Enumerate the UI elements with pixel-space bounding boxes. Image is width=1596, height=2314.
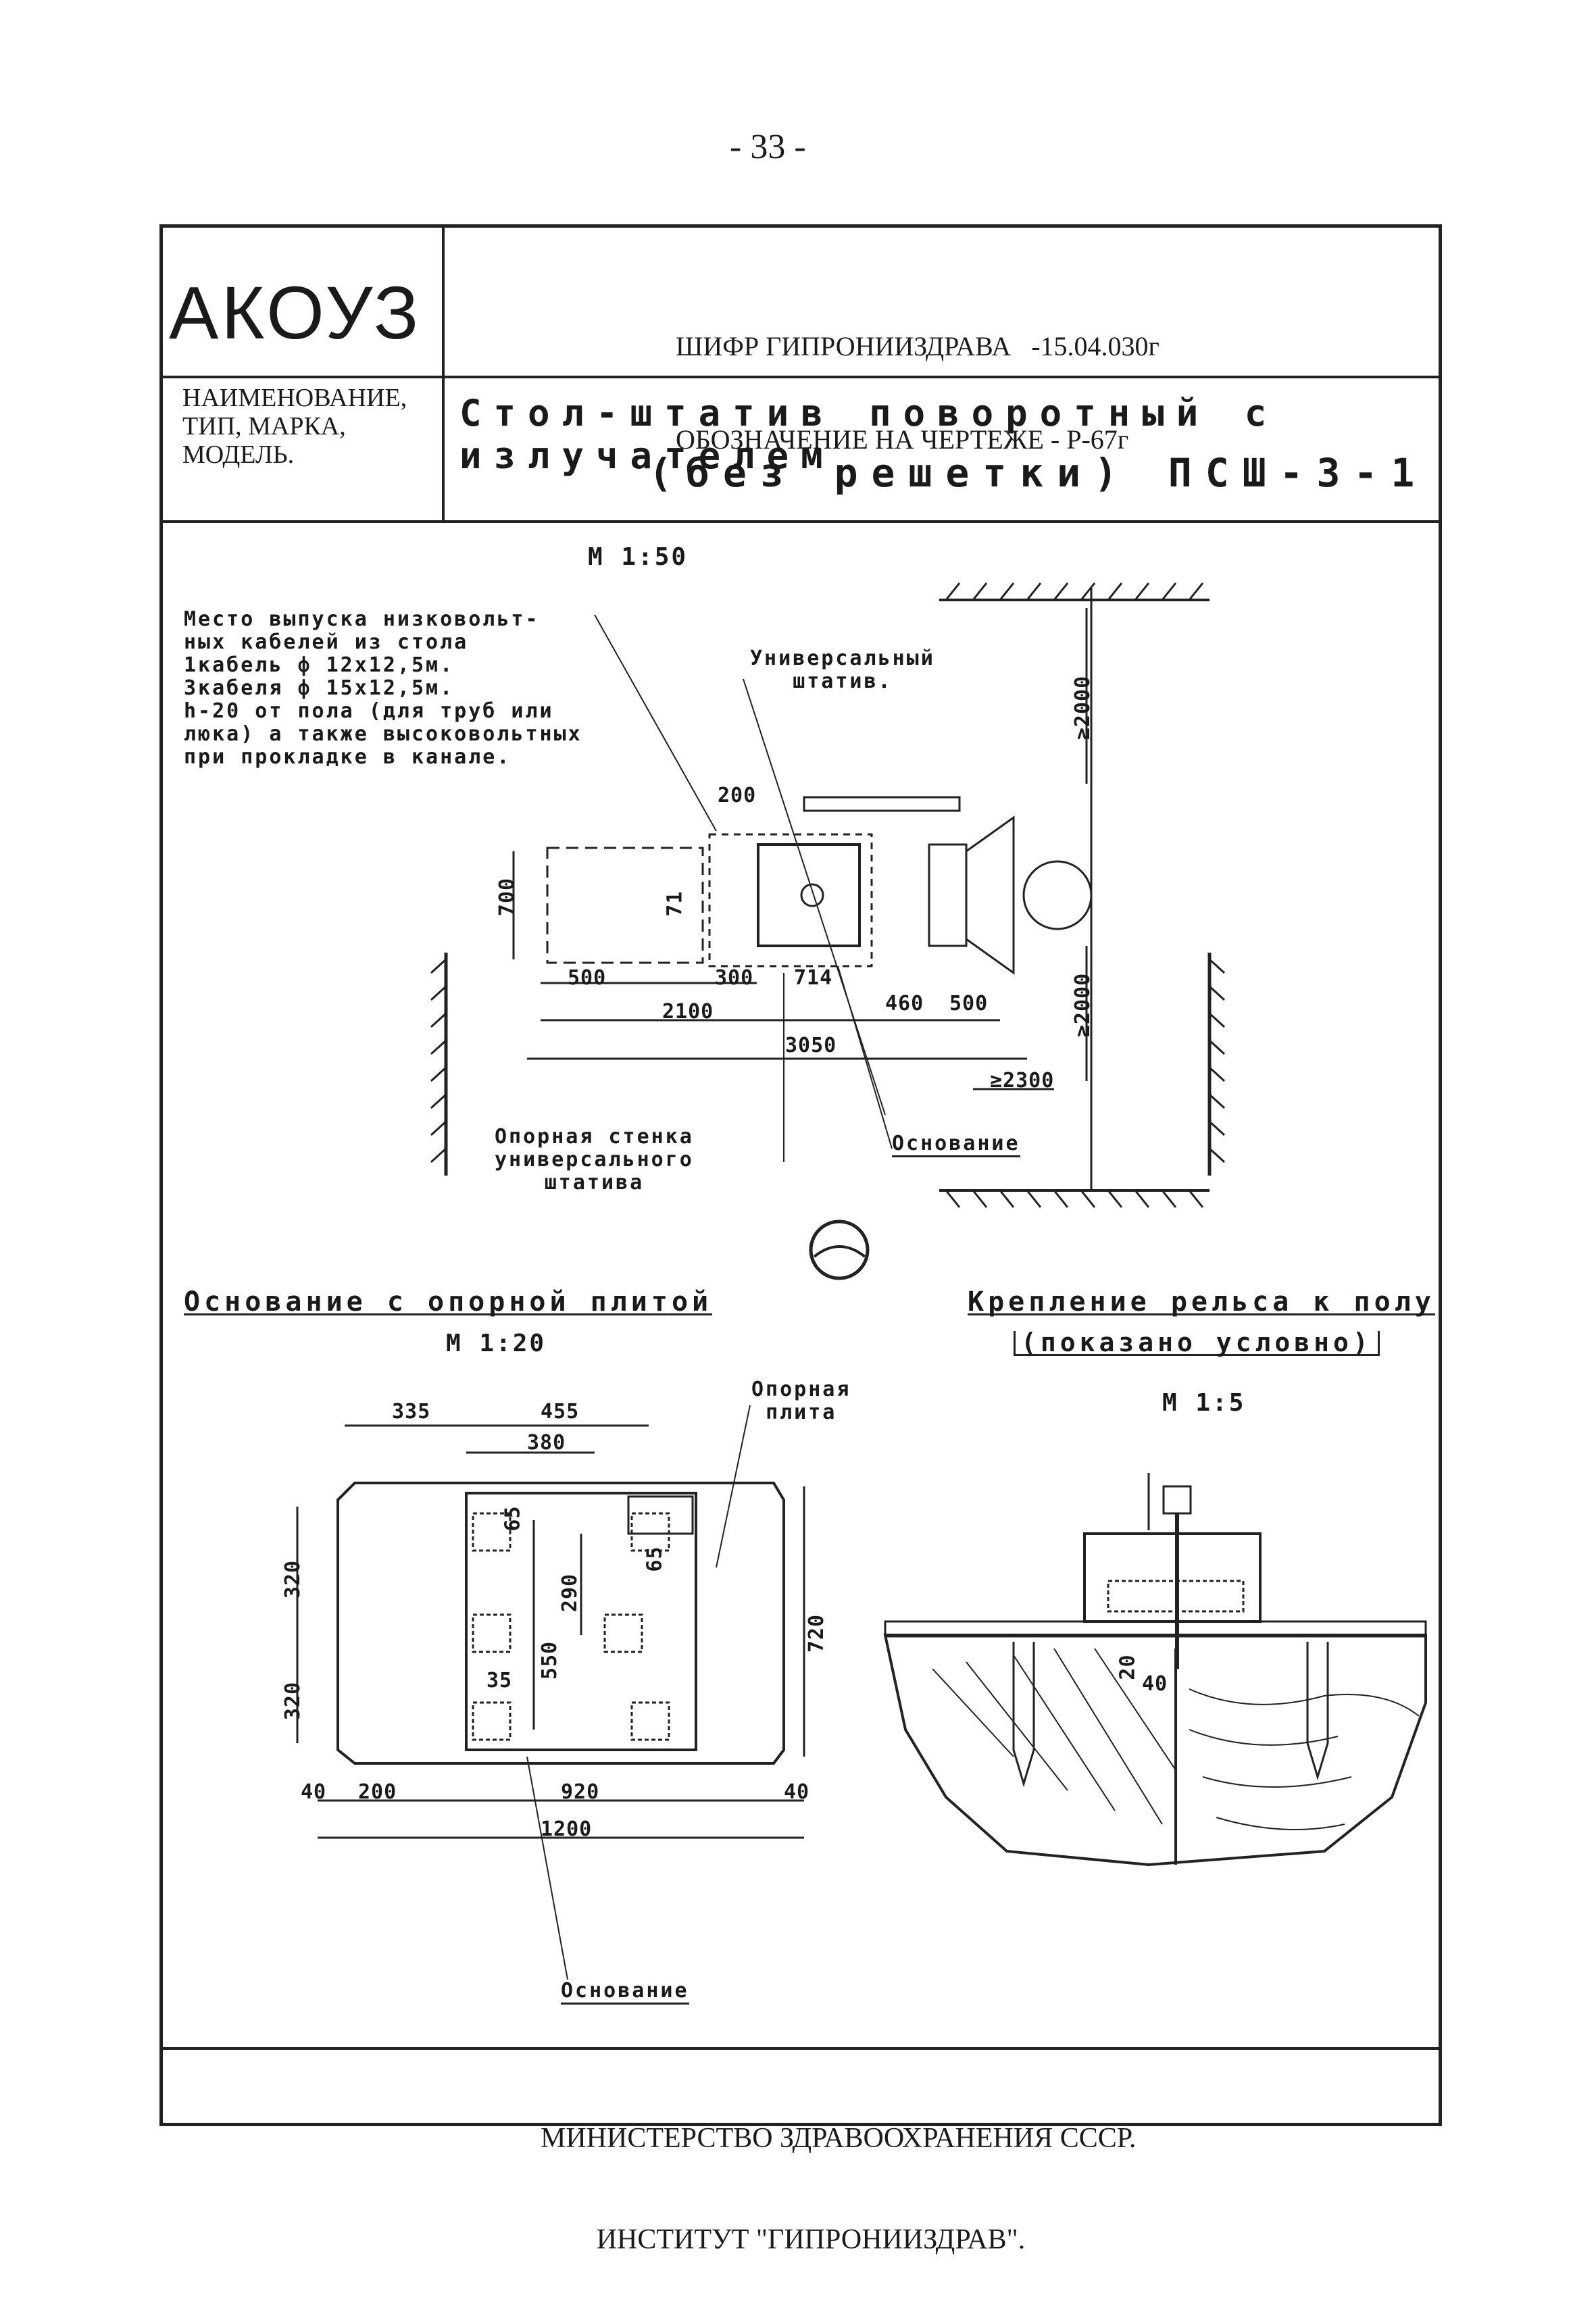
plate-leader	[716, 1405, 751, 1568]
bolt-hole-5	[472, 1701, 512, 1741]
name-label: НАИМЕНОВАНИЕ, ТИП, МАРКА, МОДЕЛЬ.	[182, 384, 407, 469]
plan-dim-2000-bottom: ≥2000	[1071, 972, 1095, 1038]
drawing-frame	[159, 224, 1442, 2126]
bolt-hole-4	[603, 1613, 643, 1653]
bolt-hole-3	[472, 1613, 512, 1653]
cipher-block: ШИФР ГИПРОНИИЗДРАВА -15.04.030г ОБОЗНАЧЕ…	[676, 269, 1159, 486]
base-dim-335: 335	[392, 1400, 431, 1424]
footer-institute: ИНСТИТУТ "ГИПРОНИИЗДРАВ".	[596, 2224, 1026, 2255]
base-dim-40a: 40	[301, 1780, 327, 1804]
plan-dim-460: 460	[885, 992, 924, 1015]
plan-dim-500b: 500	[949, 992, 989, 1015]
base-dim-720: 720	[805, 1613, 829, 1653]
base-dim-550: 550	[538, 1640, 562, 1680]
bolt-hole-6	[630, 1701, 670, 1741]
rail-mount-subtitle: (показано условно)	[1014, 1330, 1380, 1356]
plate-notch	[627, 1495, 694, 1535]
concrete-hatch	[932, 1648, 1176, 1825]
base-dim-320b: 320	[281, 1681, 305, 1721]
footer-ministry: МИНИСТЕРСТВО ЗДРАВООХРАНЕНИЯ СССР.	[541, 2123, 1137, 2154]
base-leader-m20	[526, 1756, 568, 1980]
base-dim-65b: 65	[643, 1546, 667, 1572]
base-dim-455: 455	[541, 1400, 580, 1424]
top-wall-hatch	[945, 582, 1204, 601]
bolt-hole-2	[630, 1512, 670, 1552]
rail-mount-scale: М 1:5	[1162, 1389, 1246, 1417]
bolt-hole-1	[472, 1512, 512, 1552]
plan-dim-200: 200	[718, 784, 757, 807]
emitter-housing	[928, 843, 968, 947]
bottom-wall-hatch	[945, 1190, 1204, 1208]
base-dim-380: 380	[527, 1431, 566, 1455]
rail-block	[1083, 1532, 1262, 1623]
rail-dim-40: 40	[1142, 1672, 1168, 1696]
stamp-fill	[813, 1245, 866, 1258]
stand-pivot	[800, 883, 824, 907]
base-dim-1200: 1200	[541, 1817, 593, 1841]
plan-view	[430, 582, 1226, 1280]
designation-line: ОБОЗНАЧЕНИЕ НА ЧЕРТЕЖЕ - Р-67г	[676, 424, 1129, 455]
rail-mount-title: Крепление рельса к полу	[968, 1286, 1435, 1317]
rail-dim-20: 20	[1116, 1654, 1140, 1680]
base-plate-view	[296, 1405, 805, 1980]
header-column-divider	[442, 224, 445, 520]
plan-dim-714: 714	[794, 966, 833, 990]
base-dim-200: 200	[358, 1780, 397, 1804]
wood-grain	[1189, 1688, 1420, 1830]
base-plate-plate-label: Опорная плита	[751, 1378, 851, 1424]
rail-mount-view	[883, 1473, 1427, 1867]
base-leader	[837, 965, 893, 1149]
base-dim-320a: 320	[281, 1559, 305, 1599]
base-plate-title: Основание с опорной плитой	[184, 1286, 713, 1317]
footer-block: МИНИСТЕРСТВО ЗДРАВООХРАНЕНИЯ СССР. ИНСТИ…	[541, 2054, 1137, 2290]
cable-leader	[594, 614, 717, 832]
base-plate-base-label: Основание	[561, 1980, 689, 2005]
cipher-line: ШИФР ГИПРОНИИЗДРАВА -15.04.030г	[676, 331, 1159, 361]
page-number: - 33 -	[730, 128, 806, 166]
plan-dim-3050: 3050	[785, 1034, 837, 1057]
anchor-right	[1306, 1642, 1329, 1781]
floor-section	[883, 1634, 1427, 1867]
base-dim-65a: 65	[501, 1505, 525, 1532]
plan-dim-500a: 500	[568, 966, 607, 990]
base-outline-m20	[336, 1482, 785, 1765]
table-outline	[546, 847, 704, 964]
title-divider	[159, 520, 1442, 523]
plan-scale: М 1:50	[588, 543, 689, 571]
plan-dim-71: 71	[663, 890, 687, 917]
base-plate-scale: М 1:20	[446, 1330, 547, 1357]
plan-dim-300: 300	[715, 966, 754, 990]
title-line-2: (без решетки) ПСШ-3-1	[649, 450, 1428, 496]
plan-dim-2000-top: ≥2000	[1071, 675, 1095, 740]
plan-dim-700: 700	[495, 877, 520, 917]
plan-base-label: Основание	[892, 1132, 1020, 1157]
base-dim-40b: 40	[784, 1780, 810, 1804]
right-wall-hatch	[1208, 958, 1226, 1163]
plan-cable-note: Место выпуска низковольт- ных кабелей из…	[184, 607, 582, 769]
left-wall-hatch	[430, 958, 447, 1163]
anchor-left	[1012, 1642, 1035, 1788]
plan-stand-label: Универсальный штатив.	[750, 647, 935, 693]
plan-dim-2100: 2100	[662, 1000, 714, 1024]
stand-leader	[743, 678, 886, 1115]
header-divider	[159, 376, 1442, 378]
plan-dim-2300: ≥2300	[990, 1069, 1055, 1092]
support-plate	[465, 1492, 697, 1751]
base-dim-290: 290	[558, 1573, 582, 1613]
stamp-mark	[809, 1219, 870, 1280]
title-line-1: Стол-штатив поворотный с излучателем	[459, 392, 1279, 477]
plan-wall-label: Опорная стенка универсального штатива	[495, 1125, 694, 1194]
stand-arm	[803, 796, 961, 812]
base-dim-35: 35	[487, 1669, 513, 1692]
detector-circle	[1022, 860, 1093, 930]
base-dim-920: 920	[561, 1780, 600, 1804]
emitter-head	[965, 815, 1015, 975]
footer-divider	[159, 2047, 1442, 2050]
logo-text: АКОУЗ	[169, 272, 422, 355]
stand-column	[757, 843, 861, 947]
bolt-nut	[1162, 1485, 1192, 1515]
